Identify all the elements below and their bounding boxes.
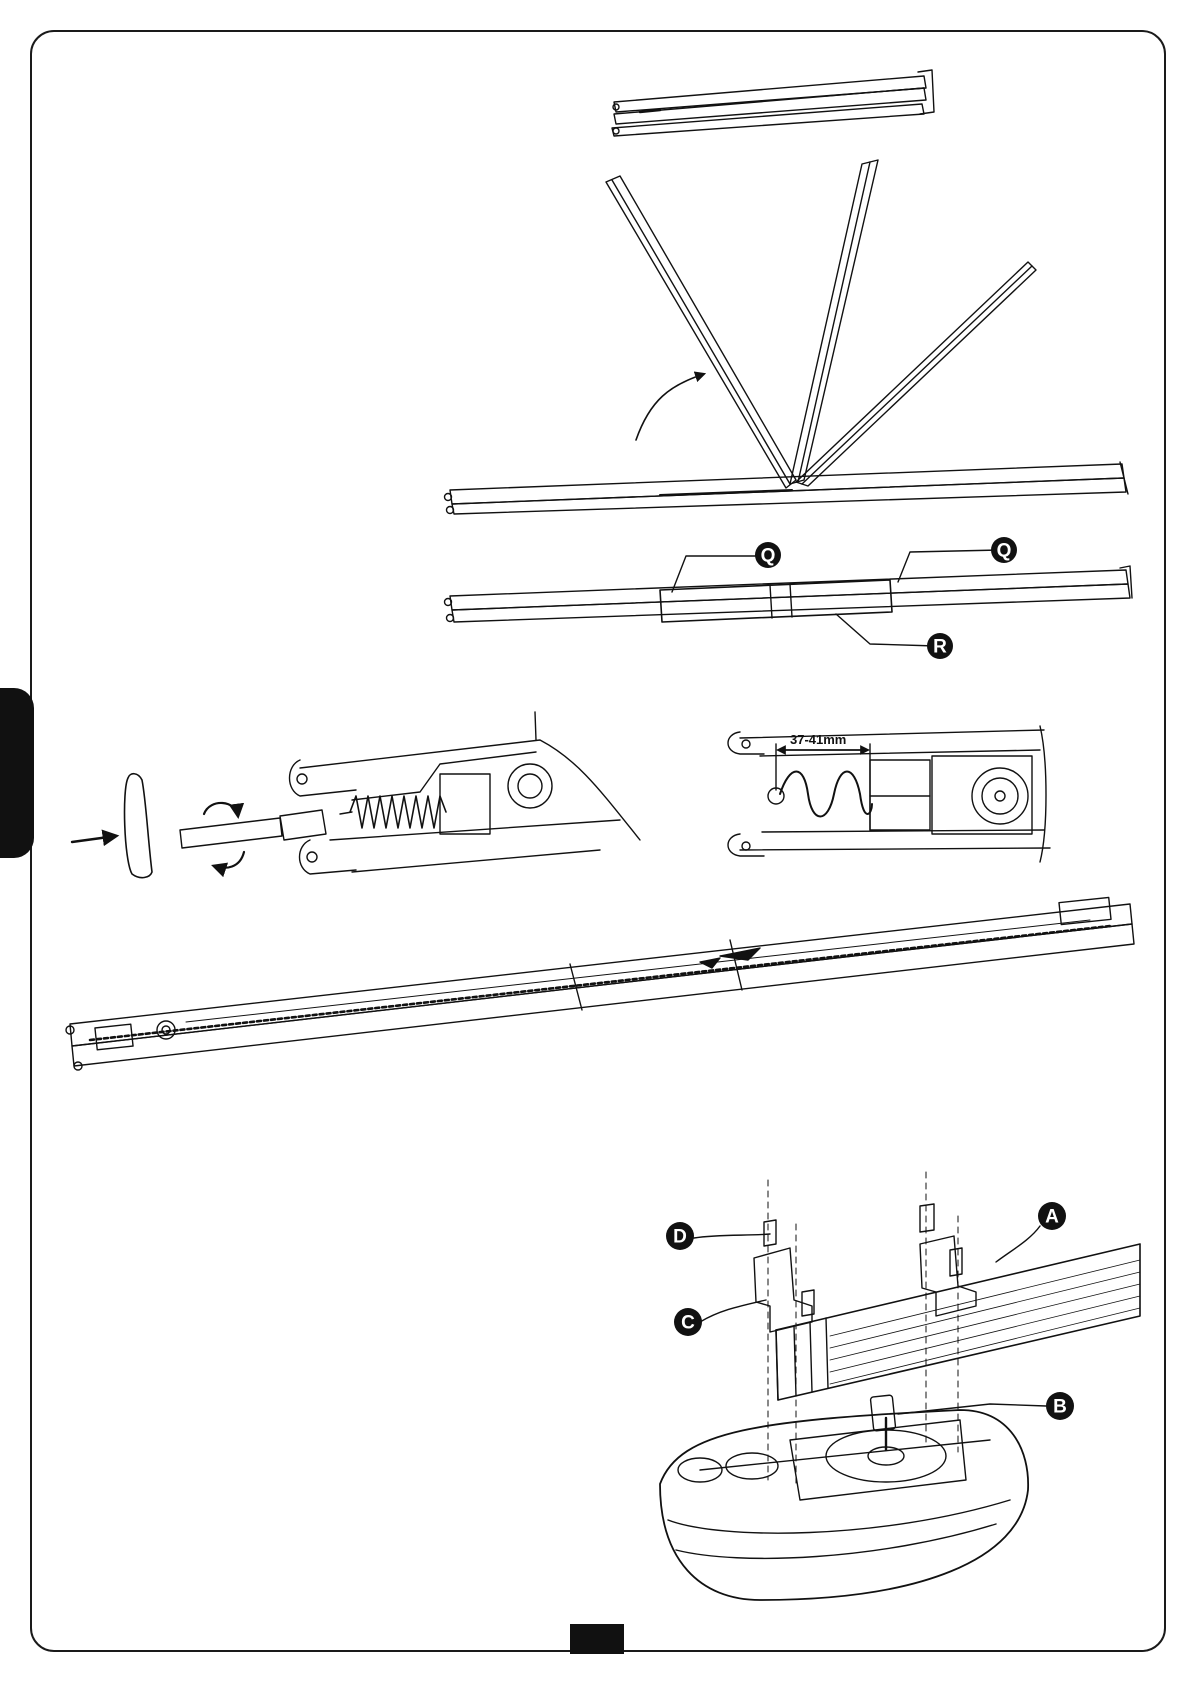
callout-c: C [674,1308,702,1336]
svg-text:Q: Q [761,546,776,567]
dimension-label: 37-41mm [790,732,846,747]
motor-mounting [660,1172,1140,1600]
svg-text:R: R [933,637,947,658]
folded-rail [612,70,934,136]
svg-text:B: B [1053,1397,1067,1418]
callout-d: D [666,1222,694,1250]
spring-measure-detail [728,726,1050,862]
callout-q-right: Q [991,537,1017,563]
unfolding-rail [445,160,1129,514]
callout-q-left: Q [755,542,781,568]
callout-a: A [1038,1202,1066,1230]
belt-tensioning-detail [72,712,640,878]
svg-text:C: C [681,1313,695,1334]
svg-text:Q: Q [997,541,1012,562]
joined-rail [445,550,1133,646]
svg-text:A: A [1045,1207,1059,1228]
callout-b: B [1046,1392,1074,1420]
assembled-rail [66,897,1134,1070]
svg-text:D: D [673,1227,687,1248]
callout-r: R [927,633,953,659]
